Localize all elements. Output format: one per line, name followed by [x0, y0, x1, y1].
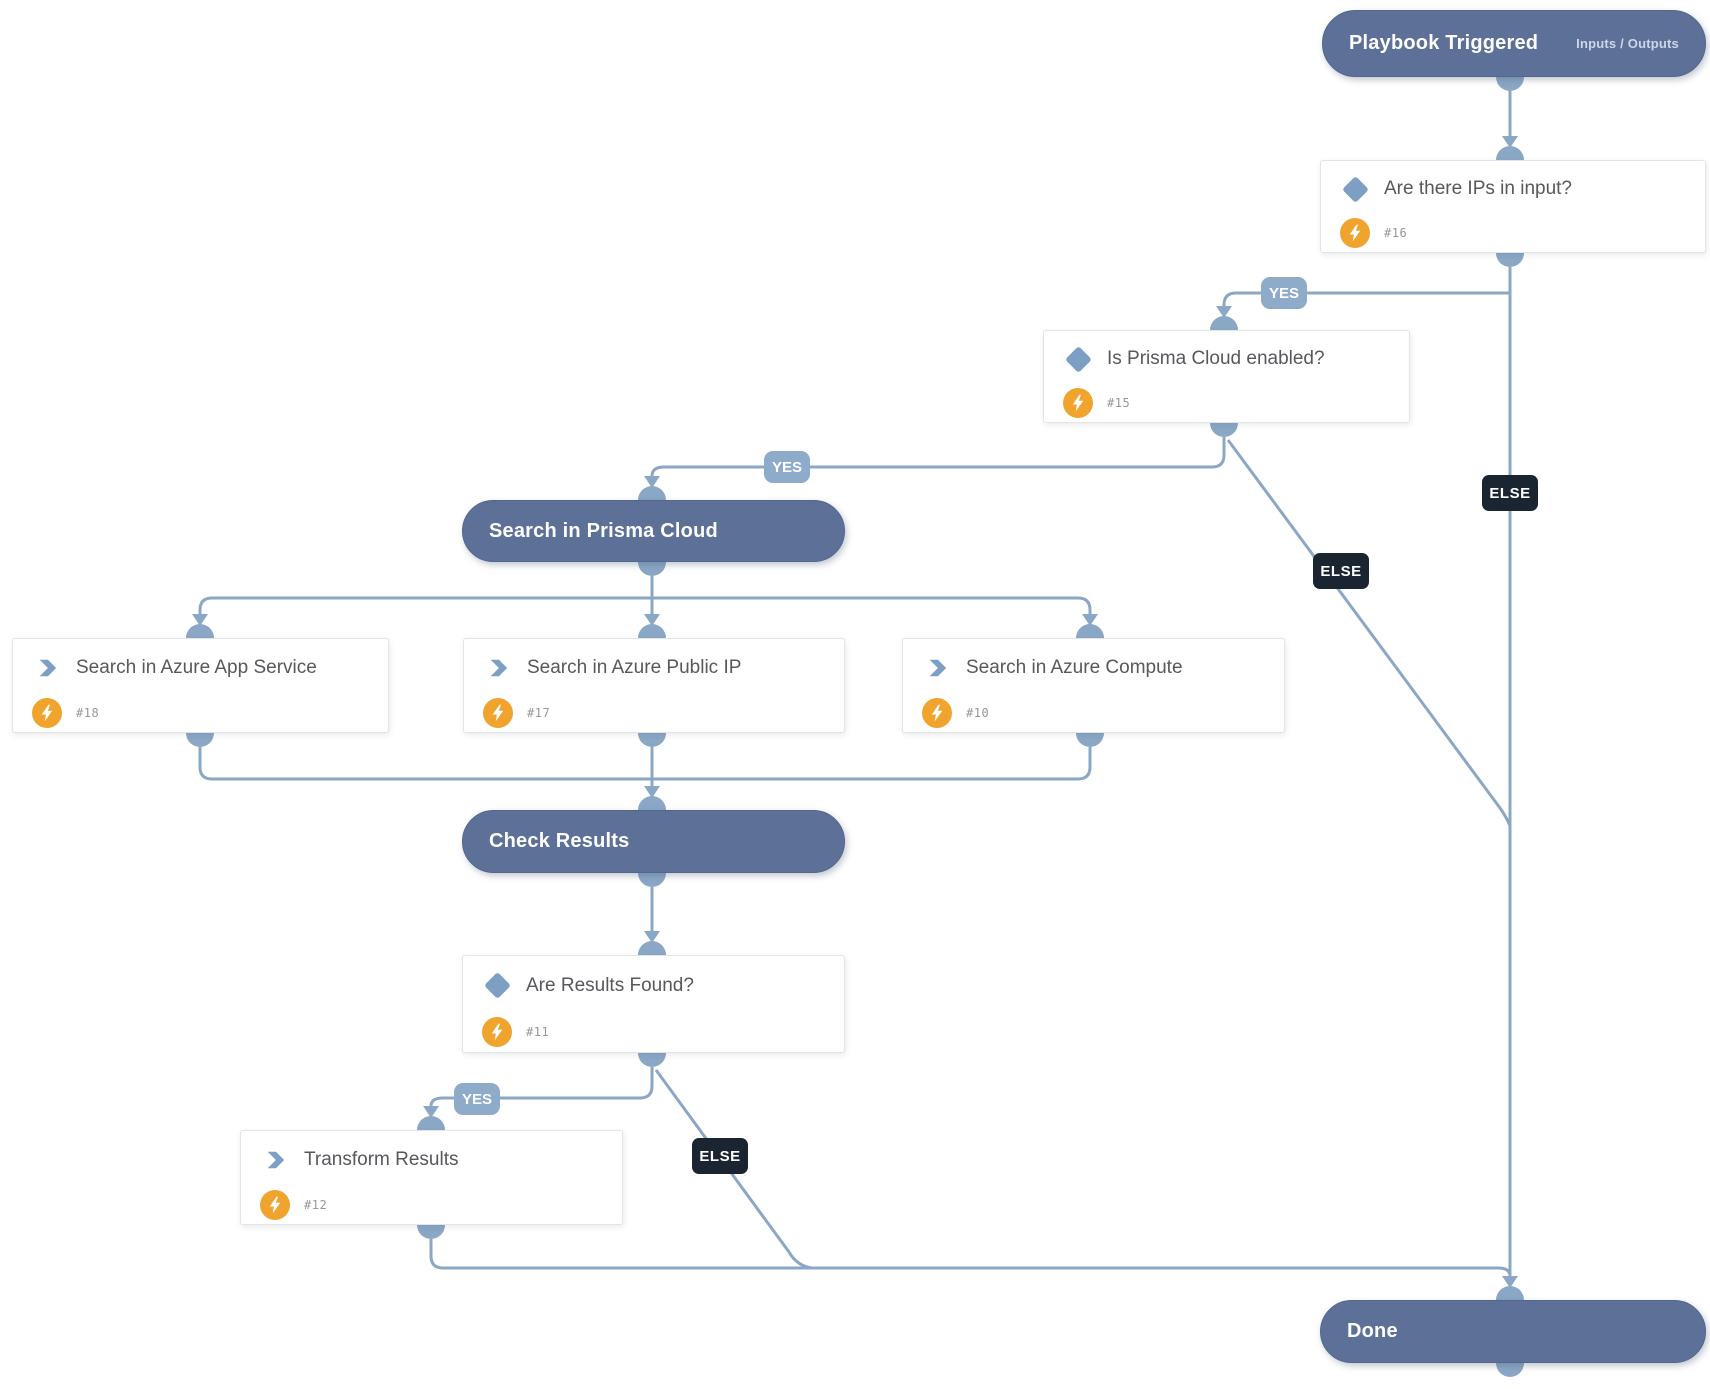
- node-title: Are there IPs in input?: [1384, 178, 1572, 200]
- task-id: #16: [1384, 226, 1408, 241]
- node-title: Playbook Triggered: [1349, 32, 1539, 54]
- node-task-transform-results[interactable]: Transform Results #12: [240, 1130, 623, 1225]
- arrowhead: [644, 614, 660, 626]
- connector-dome: [417, 1225, 445, 1239]
- node-title: Is Prisma Cloud enabled?: [1107, 348, 1325, 370]
- edge-merge-right: [652, 747, 1092, 781]
- connector-dome: [638, 562, 666, 576]
- node-condition-is-prisma-enabled[interactable]: Is Prisma Cloud enabled? #15: [1043, 330, 1410, 423]
- node-title: Are Results Found?: [526, 974, 694, 996]
- connector-dome: [1496, 1286, 1524, 1300]
- task-id: #15: [1107, 396, 1131, 411]
- edge-label-yes-prisma: YES: [764, 451, 810, 483]
- task-id: #10: [966, 705, 990, 720]
- edge-transform-to-done: [429, 1239, 1512, 1277]
- arrowhead: [644, 786, 660, 798]
- task-id: #11: [526, 1024, 550, 1039]
- connector-dome: [1496, 1363, 1524, 1377]
- node-task-search-azure-public-ip[interactable]: Search in Azure Public IP #17: [463, 638, 845, 733]
- task-id: #18: [76, 705, 100, 720]
- connector-dome: [1076, 624, 1104, 638]
- connector-dome: [1496, 253, 1524, 267]
- condition-diamond-icon: [1339, 175, 1371, 203]
- node-condition-are-there-ips[interactable]: Are there IPs in input? #16: [1320, 160, 1706, 253]
- arrowhead: [192, 614, 208, 626]
- task-chevron-icon: [921, 657, 953, 679]
- arrowhead: [1216, 306, 1232, 318]
- automation-bolt-icon: [1339, 218, 1371, 249]
- connector-dome: [1496, 146, 1524, 160]
- edge-label-else-results: ELSE: [692, 1138, 748, 1174]
- edge-prisma-else: [1226, 439, 1512, 827]
- edge-split-left: [198, 596, 652, 614]
- node-title: Search in Azure App Service: [76, 656, 317, 678]
- node-section-search-in-prisma-cloud[interactable]: Search in Prisma Cloud: [462, 500, 845, 562]
- edge-label-else-ips: ELSE: [1482, 475, 1538, 511]
- automation-bolt-icon: [482, 697, 514, 728]
- connector-dome: [638, 486, 666, 500]
- connector-dome: [1496, 77, 1524, 91]
- arrowhead: [1502, 136, 1518, 148]
- node-title: Check Results: [489, 830, 630, 852]
- connector-dome: [1210, 423, 1238, 437]
- inputs-outputs-link[interactable]: Inputs / Outputs: [1576, 36, 1679, 51]
- connector-dome: [417, 1116, 445, 1130]
- arrowhead: [1502, 1276, 1518, 1288]
- node-title: Done: [1347, 1320, 1398, 1342]
- task-chevron-icon: [259, 1149, 291, 1171]
- node-done[interactable]: Done: [1320, 1300, 1706, 1363]
- connector-dome: [186, 624, 214, 638]
- connector-dome: [1076, 733, 1104, 747]
- edge-prisma-yes: [650, 437, 1226, 477]
- connector-dome: [1210, 316, 1238, 330]
- automation-bolt-icon: [921, 697, 953, 728]
- arrowhead: [1082, 614, 1098, 626]
- node-playbook-triggered[interactable]: Playbook Triggered Inputs / Outputs: [1322, 10, 1706, 77]
- connector-dome: [638, 796, 666, 810]
- node-condition-are-results-found[interactable]: Are Results Found? #11: [462, 955, 845, 1053]
- task-id: #17: [527, 705, 551, 720]
- automation-bolt-icon: [31, 697, 63, 728]
- condition-diamond-icon: [1062, 345, 1094, 373]
- automation-bolt-icon: [481, 1016, 513, 1047]
- node-task-search-azure-app-service[interactable]: Search in Azure App Service #18: [12, 638, 389, 733]
- node-title: Search in Azure Compute: [966, 656, 1183, 678]
- task-chevron-icon: [31, 657, 63, 679]
- node-section-check-results[interactable]: Check Results: [462, 810, 845, 873]
- edge-label-else-prisma: ELSE: [1313, 553, 1369, 589]
- connector-dome: [638, 624, 666, 638]
- connector-dome: [186, 733, 214, 747]
- arrowhead: [644, 931, 660, 943]
- task-id: #12: [304, 1197, 328, 1212]
- connector-dome: [638, 1053, 666, 1067]
- edge-split-right: [652, 596, 1092, 614]
- connector-dome: [638, 873, 666, 887]
- task-chevron-icon: [482, 657, 514, 679]
- node-title: Search in Azure Public IP: [527, 656, 742, 678]
- node-title: Search in Prisma Cloud: [489, 519, 718, 542]
- edge-merge-left: [198, 747, 652, 781]
- node-task-search-azure-compute[interactable]: Search in Azure Compute #10: [902, 638, 1285, 733]
- edge-label-yes-ips: YES: [1261, 277, 1307, 309]
- arrowhead: [644, 476, 660, 488]
- automation-bolt-icon: [259, 1189, 291, 1220]
- arrowhead: [423, 1106, 439, 1118]
- node-title: Transform Results: [304, 1148, 459, 1170]
- connector-dome: [638, 941, 666, 955]
- edge-label-yes-results: YES: [454, 1083, 500, 1115]
- condition-diamond-icon: [481, 972, 513, 999]
- automation-bolt-icon: [1062, 388, 1094, 419]
- connector-dome: [638, 733, 666, 747]
